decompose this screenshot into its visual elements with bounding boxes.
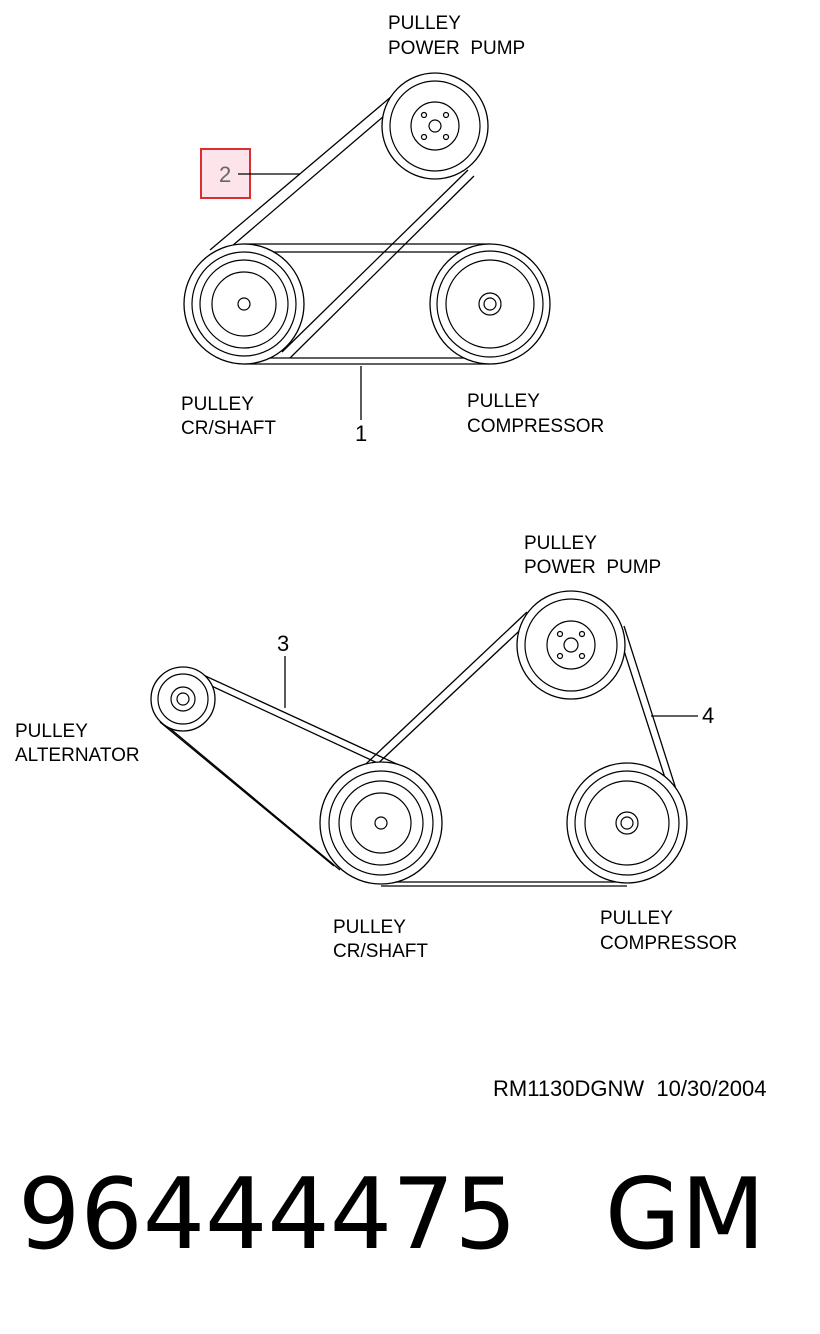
bottom-crankshaft-pulley	[319, 761, 443, 885]
bottom-alternator-label-line1: PULLEY	[15, 721, 88, 742]
top-power-pump-label-line2: POWER PUMP	[388, 38, 525, 59]
callout-2[interactable]: 2	[200, 148, 300, 199]
callout-1-label: 1	[355, 421, 367, 446]
bottom-alternator-label-line2: ALTERNATOR	[15, 745, 140, 766]
top-crankshaft-label-line2: CR/SHAFT	[181, 418, 276, 439]
brand-name: GM	[604, 1158, 766, 1272]
bottom-crankshaft-label-line1: PULLEY	[333, 917, 406, 938]
belt-2	[209, 95, 475, 359]
bottom-power-pump-pulley	[516, 590, 626, 700]
top-power-pump-label-line1: PULLEY	[388, 13, 461, 34]
top-diagram: 2 1 PULLEY POWER PUMP PULLEY CR/SHAFT PU…	[181, 13, 604, 446]
power-pump-pulley	[381, 72, 489, 180]
top-compressor-label-line2: COMPRESSOR	[467, 416, 604, 437]
belt-3	[159, 667, 415, 871]
compressor-pulley	[429, 243, 551, 365]
callout-1: 1	[355, 366, 367, 446]
bottom-compressor-pulley	[566, 762, 688, 884]
callout-2-label: 2	[219, 162, 231, 187]
top-compressor-label-line1: PULLEY	[467, 391, 540, 412]
bottom-compressor-label-line2: COMPRESSOR	[600, 933, 737, 954]
bottom-power-pump-label-line2: POWER PUMP	[524, 557, 661, 578]
bottom-power-pump-label-line1: PULLEY	[524, 533, 597, 554]
bottom-compressor-label-line1: PULLEY	[600, 908, 673, 929]
part-number: 96444475	[18, 1158, 517, 1272]
belt-1	[244, 243, 490, 365]
callout-3: 3	[277, 631, 289, 708]
bottom-diagram: 3 4 PULLEY POWER PUMP PULLEY ALTERNATOR …	[15, 533, 737, 962]
callout-3-label: 3	[277, 631, 289, 656]
alternator-pulley	[150, 666, 216, 732]
bottom-crankshaft-label-line2: CR/SHAFT	[333, 941, 428, 962]
top-crankshaft-label-line1: PULLEY	[181, 394, 254, 415]
callout-4-label: 4	[702, 703, 714, 728]
crankshaft-pulley	[183, 243, 305, 365]
callout-4: 4	[651, 703, 714, 728]
drawing-code: RM1130DGNW 10/30/2004	[493, 1076, 767, 1101]
